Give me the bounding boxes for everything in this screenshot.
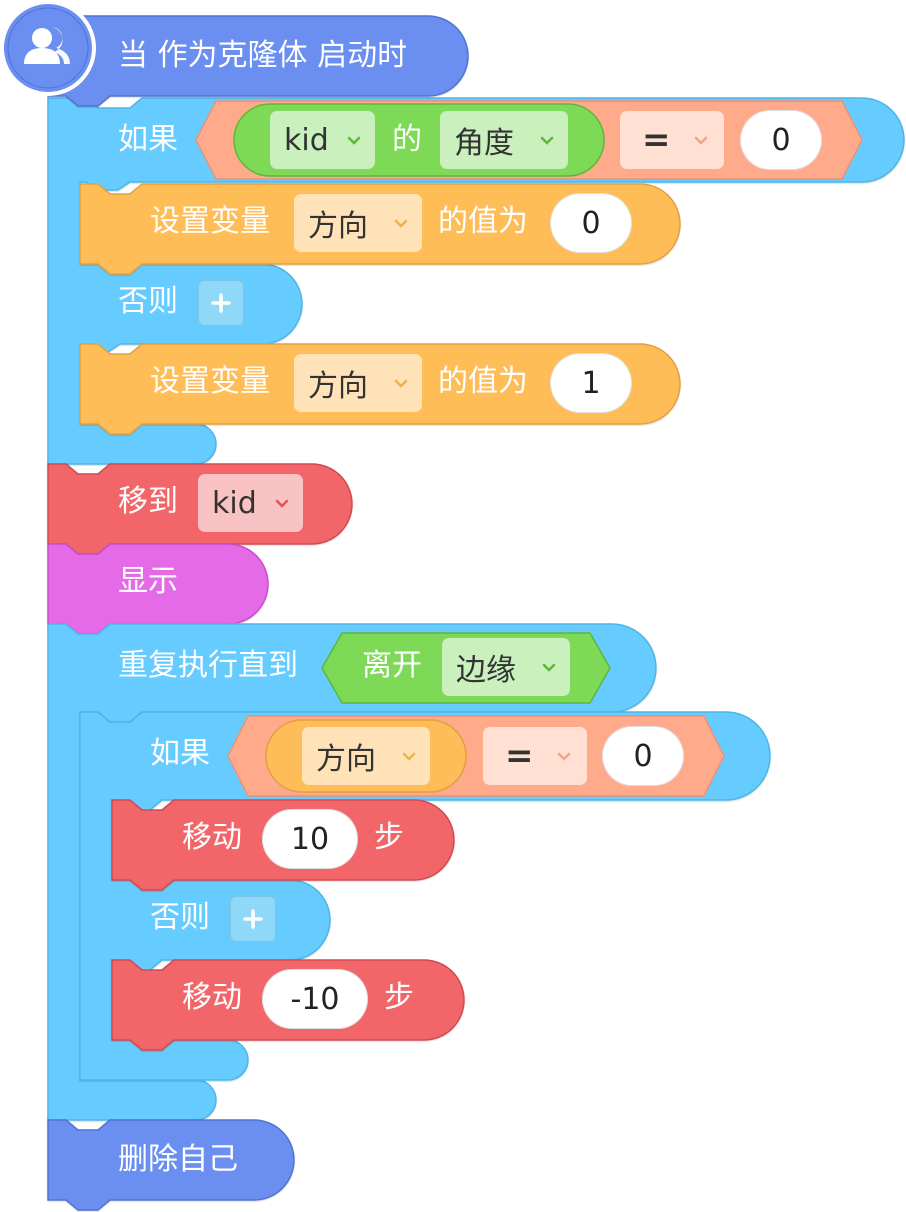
sprite-dropdown[interactable]: kid xyxy=(270,111,375,169)
add-branch-button[interactable] xyxy=(230,896,276,942)
set-variable-label: 设置变量 xyxy=(150,364,270,399)
variable-dropdown-value: 方向 xyxy=(308,369,368,404)
show-label: 显示 xyxy=(118,564,178,599)
set-value-input[interactable]: 1 xyxy=(550,353,632,413)
delete-clone-label: 删除自己 xyxy=(118,1142,238,1177)
move-label: 移动 xyxy=(182,980,242,1015)
plus-icon xyxy=(243,909,263,929)
chevron-down-icon xyxy=(394,379,408,388)
steps-input[interactable]: 10 xyxy=(262,809,358,869)
chevron-down-icon xyxy=(347,136,361,145)
property-dropdown-value: 角度 xyxy=(454,126,514,161)
sprite-dropdown-value: kid xyxy=(284,122,329,158)
steps-unit-label: 步 xyxy=(384,980,414,1015)
move-to-label: 移到 xyxy=(118,484,178,519)
leave-label: 离开 xyxy=(362,648,422,683)
set-variable-label: 设置变量 xyxy=(150,204,270,239)
clone-start-hat-block[interactable] xyxy=(47,15,469,107)
move-target-dropdown[interactable]: kid xyxy=(198,474,303,532)
hat-label: 当 作为克隆体 启动时 xyxy=(118,38,408,73)
variable-dropdown[interactable]: 方向 xyxy=(294,194,422,252)
steps-unit-label: 步 xyxy=(374,820,404,855)
variable-reporter-dropdown[interactable]: 方向 xyxy=(302,727,430,785)
operator-symbol: = xyxy=(505,736,534,776)
delete-clone-block[interactable] xyxy=(47,1119,295,1211)
of-label: 的 xyxy=(392,122,422,157)
plus-icon xyxy=(211,293,231,313)
chevron-down-icon xyxy=(542,663,556,672)
edge-dropdown-value: 边缘 xyxy=(456,653,516,688)
chevron-down-icon xyxy=(402,752,416,761)
if-label: 如果 xyxy=(118,122,178,157)
else-label: 否则 xyxy=(150,900,210,935)
operator-dropdown[interactable]: = xyxy=(620,111,724,169)
else-label: 否则 xyxy=(118,284,178,319)
steps-input[interactable]: -10 xyxy=(262,969,368,1029)
chevron-down-icon xyxy=(540,136,554,145)
repeat-until-label: 重复执行直到 xyxy=(118,648,298,683)
operator-dropdown[interactable]: = xyxy=(483,727,587,785)
users-icon xyxy=(24,27,70,64)
edge-dropdown[interactable]: 边缘 xyxy=(442,638,570,696)
chevron-down-icon xyxy=(694,136,708,145)
variable-dropdown-value: 方向 xyxy=(308,209,368,244)
value-is-label: 的值为 xyxy=(438,364,528,399)
if-label: 如果 xyxy=(150,736,210,771)
chevron-down-icon xyxy=(275,499,289,508)
chevron-down-icon xyxy=(557,752,571,761)
compare-value-input[interactable]: 0 xyxy=(602,726,684,786)
value-is-label: 的值为 xyxy=(438,204,528,239)
variable-reporter-value: 方向 xyxy=(316,742,376,777)
compare-value-input[interactable]: 0 xyxy=(740,110,822,170)
operator-symbol: = xyxy=(642,120,671,160)
add-branch-button[interactable] xyxy=(198,280,244,326)
set-value-input[interactable]: 0 xyxy=(550,193,632,253)
chevron-down-icon xyxy=(394,219,408,228)
move-label: 移动 xyxy=(182,820,242,855)
move-target-value: kid xyxy=(212,485,257,521)
property-dropdown[interactable]: 角度 xyxy=(440,111,568,169)
variable-dropdown[interactable]: 方向 xyxy=(294,354,422,412)
